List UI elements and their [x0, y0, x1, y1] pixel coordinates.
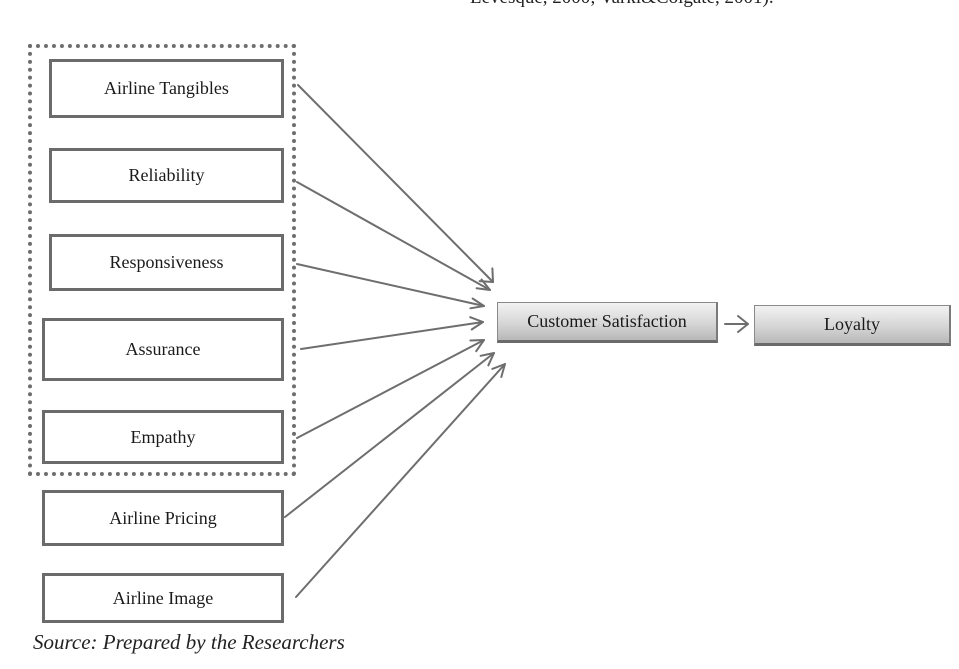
- node-airline-image: Airline Image: [42, 573, 284, 623]
- arrow-satisfaction-to-loyalty: [724, 315, 749, 333]
- node-responsiveness: Responsiveness: [49, 234, 284, 291]
- node-label: Empathy: [130, 426, 196, 447]
- node-label: Reliability: [128, 165, 205, 185]
- node-airline-pricing: Airline Pricing: [42, 490, 284, 546]
- arrow-pricing-to-satisfaction: [284, 352, 495, 518]
- node-label: Responsiveness: [109, 252, 224, 272]
- node-assurance: Assurance: [42, 318, 284, 381]
- node-label: Airline Tangibles: [104, 78, 229, 98]
- node-label: Airline Pricing: [109, 507, 217, 528]
- node-label: Loyalty: [824, 314, 880, 334]
- arrow-reliability-to-satisfaction: [296, 181, 491, 291]
- cut-off-citation-text: Levesque, 2000; Varki&Colgate, 2001).: [470, 0, 774, 9]
- node-reliability: Reliability: [49, 148, 284, 203]
- node-empathy: Empathy: [42, 410, 284, 464]
- node-label: Customer Satisfaction: [527, 311, 687, 331]
- node-airline-tangibles: Airline Tangibles: [49, 59, 284, 118]
- arrow-empathy-to-satisfaction: [296, 339, 485, 439]
- node-label: Assurance: [125, 339, 201, 359]
- node-customer-satisfaction: Customer Satisfaction: [497, 302, 718, 343]
- service-quality-group-border: [28, 44, 296, 476]
- node-loyalty: Loyalty: [754, 305, 951, 346]
- arrow-tangibles-to-satisfaction: [297, 84, 494, 283]
- node-label: Airline Image: [112, 587, 214, 608]
- arrow-responsiveness-to-satisfaction: [296, 263, 485, 310]
- arrow-assurance-to-satisfaction: [300, 316, 484, 350]
- source-caption: Source: Prepared by the Researchers: [33, 630, 345, 654]
- arrow-image-to-satisfaction: [295, 363, 506, 598]
